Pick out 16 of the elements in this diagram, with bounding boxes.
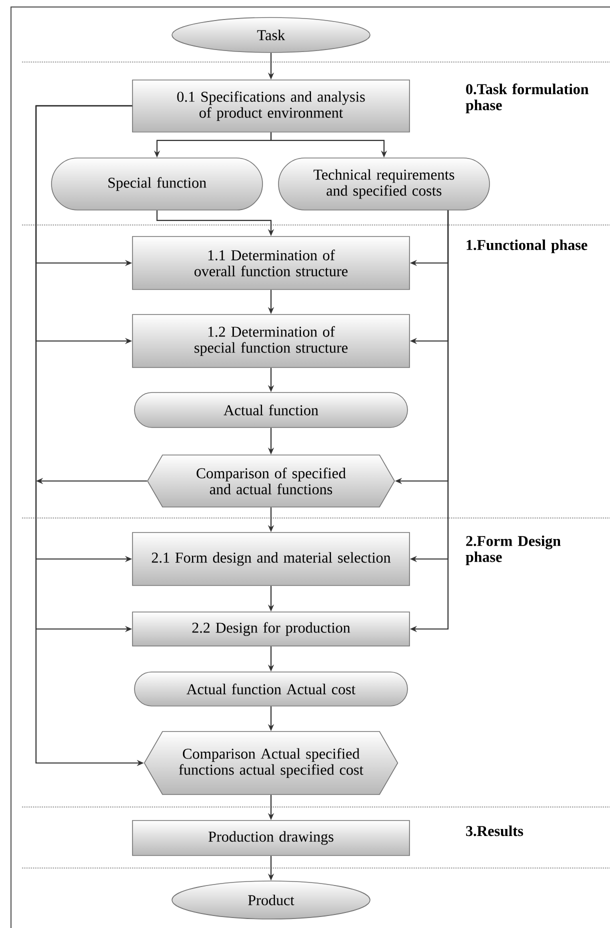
process-box: 2.2 Design for production: [132, 612, 410, 646]
process-box: 0.1 Specifications and analysis of product environment: [132, 80, 410, 132]
phase-label: 2.Form Design phase: [466, 536, 561, 566]
data-box: Technical requirements and specified costs: [278, 158, 490, 210]
phase-label: 1.Functional phase: [466, 240, 588, 254]
comparison-hexagon: Comparison of specified and actual functions: [147, 454, 395, 508]
data-box: Actual function Actual cost: [134, 672, 408, 706]
phase-label: 0.Task formulation phase: [466, 84, 589, 114]
process-box: Production drawings: [132, 820, 410, 856]
phase-label: 3.Results: [466, 826, 524, 836]
process-box: 1.2 Determination of special function structure: [132, 314, 410, 368]
process-box: 2.1 Form design and material selection: [132, 532, 410, 586]
process-box: 1.1 Determination of overall function structure: [132, 236, 410, 290]
comparison-hexagon: Comparison Actual specified functions actual specified cost: [144, 731, 398, 795]
data-box: Actual function: [134, 392, 408, 428]
data-box: Special function: [51, 158, 263, 210]
